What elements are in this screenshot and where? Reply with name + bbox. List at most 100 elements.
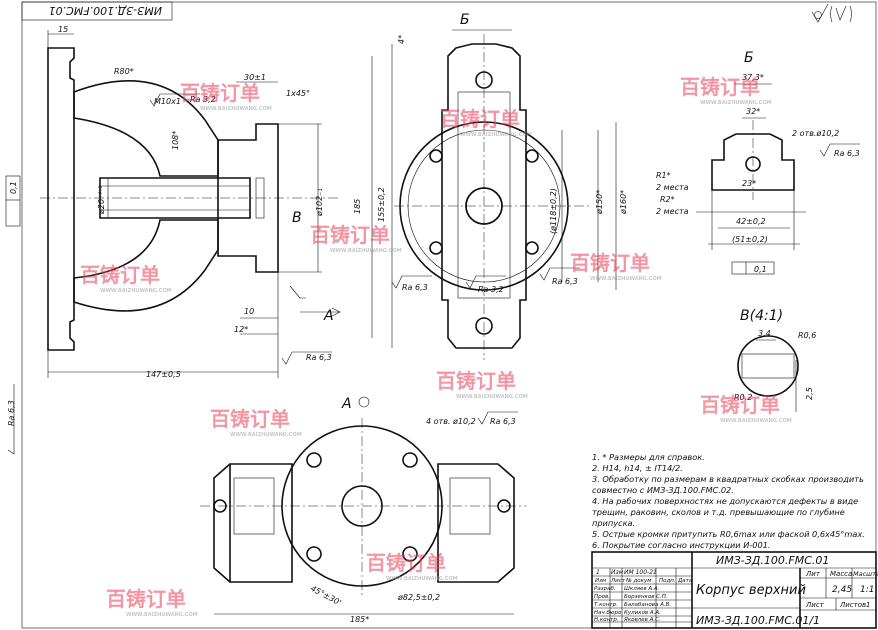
- view-a: A 4 отв. ø10,2 Ra 6,3 45°±30' ø82,5±0,2 …: [200, 396, 526, 624]
- main-dim-r80: R80*: [114, 67, 134, 76]
- main-frame-val: 0,1: [9, 181, 18, 194]
- side-dim-118: (ø118±0,2): [549, 188, 558, 234]
- view-b-dim-23: 23*: [742, 179, 756, 188]
- view-b-dim-51: (51±0,2): [732, 235, 768, 244]
- side-dim-155: 155±0,2: [377, 187, 386, 222]
- watermark-4: 百铸订单 WWW.BAIZHUWANG.COM: [310, 223, 402, 254]
- view-b-r1-note: 2 места: [656, 183, 689, 192]
- tb-scale-label: Масштаб: [853, 570, 878, 578]
- main-dim-ra63: Ra 6,3: [306, 353, 332, 362]
- tb-hdr-3: № докум.: [625, 578, 653, 584]
- watermark-brand: 百铸订单: [700, 393, 780, 417]
- main-dim-12: 12*: [234, 325, 248, 334]
- main-dim-10: 10: [244, 307, 254, 316]
- roughness-corner-symbol: [811, 3, 852, 23]
- watermark-site: WWW.BAIZHUWANG.COM: [700, 100, 772, 106]
- view-a-holes: 4 отв. ø10,2: [426, 417, 476, 426]
- tb-hdr-2: Лист: [610, 578, 626, 584]
- view-b-title: Б: [744, 50, 754, 66]
- detail-b-title: B(4:1): [740, 308, 783, 324]
- tb-person-1: Шкляев А.А.: [624, 586, 660, 592]
- tb-izm-2: Изм: [611, 569, 624, 576]
- side-dim-150: ø150*: [595, 190, 604, 215]
- watermark-8: 百铸订单 WWW.BAIZHUWANG.COM: [210, 407, 302, 438]
- tb-person-3: Балабанова А.В.: [624, 602, 671, 608]
- detail-b-view: B(4:1) 3,4 R0,6 R0,2 2,5: [734, 308, 816, 412]
- watermark-11: 百铸订单 WWW.BAIZHUWANG.COM: [106, 587, 198, 618]
- tb-sheet-label: Лист: [805, 601, 825, 609]
- side-ra63-a: Ra 6,3: [402, 283, 428, 292]
- detail-b-dim-r06: R0,6: [798, 331, 816, 340]
- note-4: 4. На рабочих поверхностях не допускаютс…: [592, 496, 859, 528]
- view-b-ra: Ra 6,3: [834, 149, 860, 158]
- tb-hdr-4: Подп.: [659, 578, 676, 584]
- watermark-3: 百铸订单 WWW.BAIZHUWANG.COM: [680, 75, 772, 106]
- detail-b-dim-34: 3,4: [758, 329, 771, 338]
- main-dim-102: ø102₋₁: [315, 188, 324, 217]
- tb-izm-1: 1: [596, 569, 600, 576]
- tb-sheets: 1: [866, 601, 870, 609]
- watermark-brand: 百铸订单: [180, 81, 260, 105]
- tb-role-5: Н.контр.: [594, 617, 619, 623]
- main-dim-ra63-left: Ra 6,3: [7, 400, 16, 426]
- watermark-brand: 百铸订单: [366, 551, 446, 575]
- watermark-brand: 百铸订单: [106, 587, 186, 611]
- watermark-brand: 百铸订单: [680, 75, 760, 99]
- watermark-5: 百铸订单 WWW.BAIZHUWANG.COM: [80, 263, 172, 294]
- watermark-site: WWW.BAIZHUWANG.COM: [720, 418, 792, 424]
- watermark-site: WWW.BAIZHUWANG.COM: [386, 576, 458, 582]
- view-a-title: A: [341, 396, 352, 412]
- watermark-6: 百铸订单 WWW.BAIZHUWANG.COM: [570, 251, 662, 282]
- tb-name: Корпус верхний: [696, 583, 806, 598]
- side-dim-4: 4*: [397, 35, 406, 44]
- note-3: 3. Обработку по размерам в квадратных ск…: [592, 474, 864, 495]
- watermark-brand: 百铸订单: [570, 251, 650, 275]
- watermark-brand: 百铸订单: [210, 407, 290, 431]
- watermark-7: 百铸订单 WWW.BAIZHUWANG.COM: [436, 369, 528, 400]
- view-b-top: Б 37,3* 32* 2 отв.ø10,2 Ra 6,3 R1* 2 мес…: [656, 50, 860, 275]
- note-2: 2. H14, h14, ± IT14/2.: [592, 463, 683, 473]
- tb-mass-label: Масса: [830, 570, 852, 578]
- main-dim-1x45: 1x45°: [286, 89, 310, 98]
- tb-mass: 2,45: [832, 585, 852, 595]
- watermark-10: 百铸订单 WWW.BAIZHUWANG.COM: [366, 551, 458, 582]
- watermark-site: WWW.BAIZHUWANG.COM: [230, 432, 302, 438]
- main-dim-30: 30±1: [244, 73, 266, 82]
- detail-b-dim-25: 2,5: [805, 387, 814, 400]
- tb-hdr-5: Дата: [677, 578, 693, 584]
- tb-person-2: Борзенков С.П.: [624, 594, 668, 600]
- view-b-dim-42: 42±0,2: [736, 217, 766, 226]
- tb-role-1: Разраб.: [594, 586, 616, 592]
- main-dim-15: 15: [58, 25, 68, 34]
- view-a-dim-825: ø82,5±0,2: [397, 593, 440, 602]
- view-b-r2: R2*: [660, 195, 675, 204]
- main-label-b: B: [292, 210, 302, 226]
- watermark-brand: 百铸订单: [436, 369, 516, 393]
- view-b-dim-373: 37,3*: [742, 73, 764, 82]
- view-b-r1: R1*: [656, 171, 671, 180]
- tb-role-4: Нач.бюро: [594, 610, 622, 616]
- watermark-site: WWW.BAIZHUWANG.COM: [200, 106, 272, 112]
- watermark-site: WWW.BAIZHUWANG.COM: [590, 276, 662, 282]
- view-b-tol: 0,1: [754, 265, 767, 274]
- top-stamp: ИМЗ-ЗД.100.FMC.01: [49, 4, 162, 17]
- watermark-brand: 百铸订单: [440, 107, 520, 131]
- note-6: 6. Покрытие согласно инструкции И-001.: [592, 540, 771, 550]
- main-dim-m10: M10x1: [154, 97, 181, 106]
- technical-notes: 1. * Размеры для справок. 2. H14, h14, ±…: [592, 452, 877, 551]
- watermark-1: 百铸订单 WWW.BAIZHUWANG.COM: [180, 81, 272, 112]
- watermark-brand: 百铸订单: [310, 223, 390, 247]
- main-dim-147: 147±0,5: [146, 370, 181, 379]
- side-dim-185: 185: [353, 199, 362, 214]
- main-label-a: A: [323, 308, 334, 324]
- watermark-2: 百铸订单 WWW.BAIZHUWANG.COM: [440, 107, 532, 138]
- watermark-site: WWW.BAIZHUWANG.COM: [330, 248, 402, 254]
- side-ra63-b: Ra 6,3: [552, 277, 578, 286]
- main-dim-20: ø20⁺⁰·¹: [97, 186, 106, 215]
- watermark-brand: 百铸订单: [80, 263, 160, 287]
- view-a-dim-45: 45°±30': [309, 584, 343, 608]
- view-b-dim-32: 32*: [746, 107, 760, 116]
- detail-b-dim-r02: R0,2: [734, 393, 752, 402]
- note-5: 5. Острые кромки притупить R0,6max или ф…: [592, 529, 865, 539]
